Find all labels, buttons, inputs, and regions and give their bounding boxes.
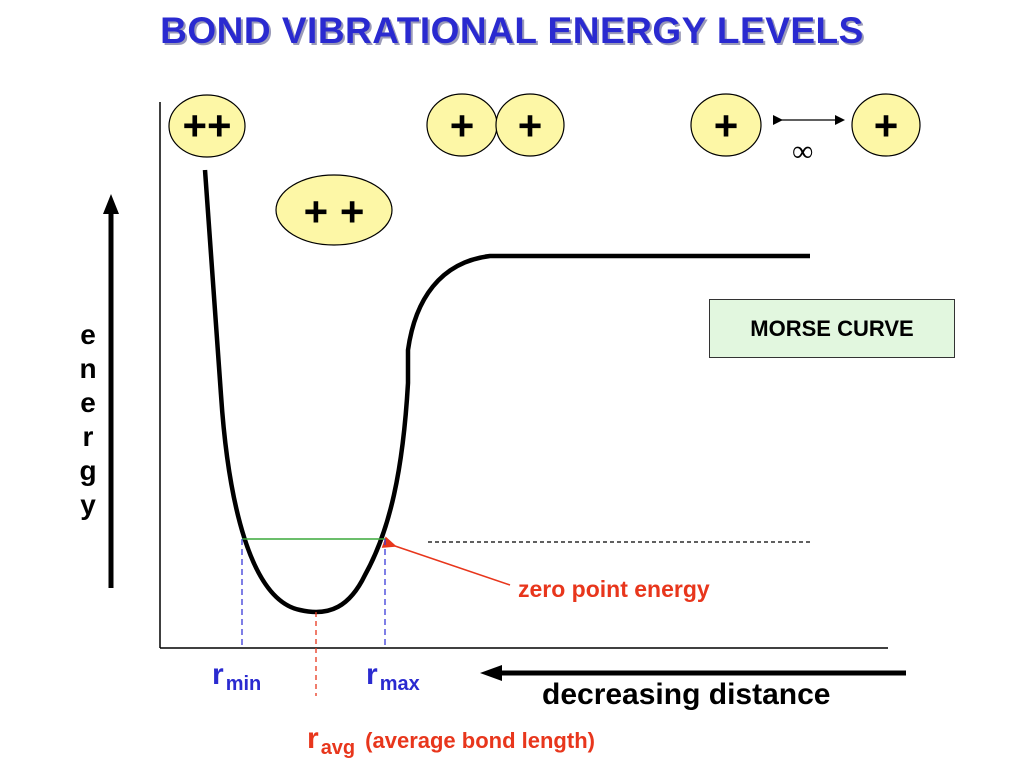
r-max-sub: max: [379, 673, 420, 695]
atom-near-left-label: +: [450, 102, 475, 149]
morse-curve-label-box: MORSE CURVE: [709, 299, 955, 358]
atom-vibrating-pair: [275, 174, 393, 246]
atom-vibrating-pair-label: + +: [304, 188, 365, 235]
morse-curve: [202, 169, 810, 615]
energy-letter: n: [79, 353, 97, 384]
r-avg-base: r: [307, 722, 319, 755]
energy-letter: e: [80, 319, 96, 350]
page-title: BOND VIBRATIONAL ENERGY LEVELS: [160, 10, 864, 51]
atom-separated-right-label: +: [874, 102, 899, 149]
energy-arrow-head: [103, 194, 119, 214]
atom-separated-left-label: +: [714, 102, 739, 149]
energy-axis-label: e n e r g y: [68, 318, 108, 522]
atom-compressed: [168, 94, 246, 158]
r-avg-description: (average bond length): [365, 728, 595, 753]
energy-letter: g: [79, 455, 97, 486]
r-max-base: r: [366, 658, 378, 691]
distance-arrow-head: [480, 665, 502, 681]
atom-near-right-label: +: [518, 102, 543, 149]
energy-letter: r: [82, 421, 94, 452]
atom-separated-left: [690, 93, 762, 157]
r-min-base: r: [212, 658, 224, 691]
r-avg-sub: avg: [320, 737, 356, 759]
morse-curve-label: MORSE CURVE: [750, 315, 914, 341]
atom-near-right: [495, 93, 565, 157]
decreasing-distance-label: decreasing distance: [542, 678, 831, 711]
infinity-symbol: ∞: [792, 135, 814, 168]
energy-letter: e: [80, 387, 96, 418]
energy-letter: y: [80, 489, 96, 520]
zero-point-energy-label: zero point energy: [518, 576, 710, 602]
atom-separated-right: [851, 93, 921, 157]
atom-compressed-label: ++: [182, 102, 231, 149]
r-min-sub: min: [225, 673, 262, 695]
zpe-pointer-arrow: [381, 536, 511, 586]
